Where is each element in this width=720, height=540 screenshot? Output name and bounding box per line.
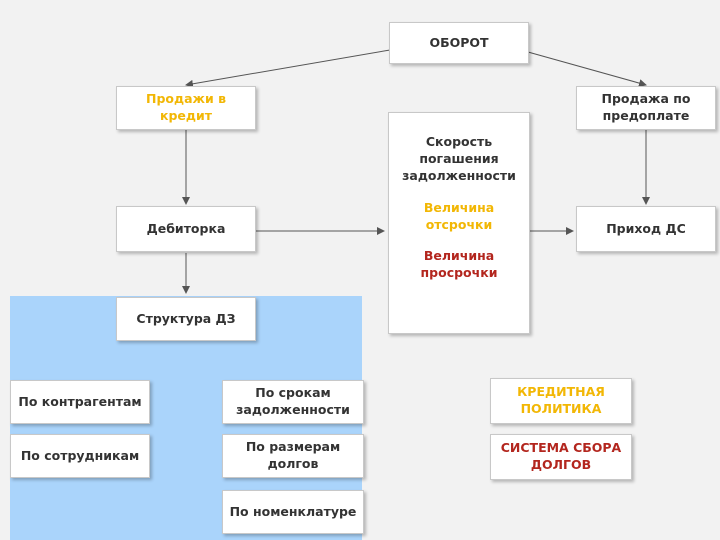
credit-sales-label: Продажи в кредит: [146, 91, 226, 123]
deferral-size-label: Величина отсрочки: [423, 199, 495, 232]
prepaid-sales-label: Продажа по предоплате: [601, 91, 691, 123]
cash-inflow-box: Приход ДС: [576, 206, 716, 252]
turnover-label: ОБОРОТ: [429, 34, 489, 50]
credit-policy-box: КРЕДИТНАЯ ПОЛИТИКА: [490, 378, 632, 424]
by-counterparties-box: По контрагентам: [10, 380, 150, 424]
debt-collection-box: СИСТЕМА СБОРА ДОЛГОВ: [490, 434, 632, 480]
by-debt-size-label: По размерам долгов: [245, 439, 341, 471]
ar-structure-label: Структура ДЗ: [136, 310, 236, 326]
by-debt-terms-label: По срокам задолженности: [236, 385, 350, 417]
repayment-speed-box: Скорость погашения задолженности Величин…: [388, 112, 530, 334]
by-nomenclature-label: По номенклатуре: [229, 503, 357, 519]
by-counterparties-label: По контрагентам: [18, 393, 142, 409]
debt-collection-label: СИСТЕМА СБОРА ДОЛГОВ: [500, 440, 622, 472]
turnover-box: ОБОРОТ: [389, 22, 529, 64]
prepaid-sales-box: Продажа по предоплате: [576, 86, 716, 130]
by-debt-size-box: По размерам долгов: [222, 434, 364, 478]
by-nomenclature-box: По номенклатуре: [222, 490, 364, 534]
overdue-size-label: Величина просрочки: [420, 248, 498, 281]
receivables-label: Дебиторка: [146, 220, 226, 236]
by-debt-terms-box: По срокам задолженности: [222, 380, 364, 424]
by-employees-label: По сотрудникам: [20, 447, 140, 463]
arrow-turnover-to-prepaid-sales: [527, 51, 647, 87]
cash-inflow-label: Приход ДС: [606, 220, 686, 236]
credit-policy-label: КРЕДИТНАЯ ПОЛИТИКА: [517, 384, 605, 416]
arrow-turnover-to-credit-sales: [185, 49, 391, 88]
ar-structure-box: Структура ДЗ: [116, 297, 256, 341]
receivables-box: Дебиторка: [116, 206, 256, 252]
by-employees-box: По сотрудникам: [10, 434, 150, 478]
credit-sales-box: Продажи в кредит: [116, 86, 256, 130]
repayment-speed-label: Скорость погашения задолженности: [402, 134, 516, 183]
